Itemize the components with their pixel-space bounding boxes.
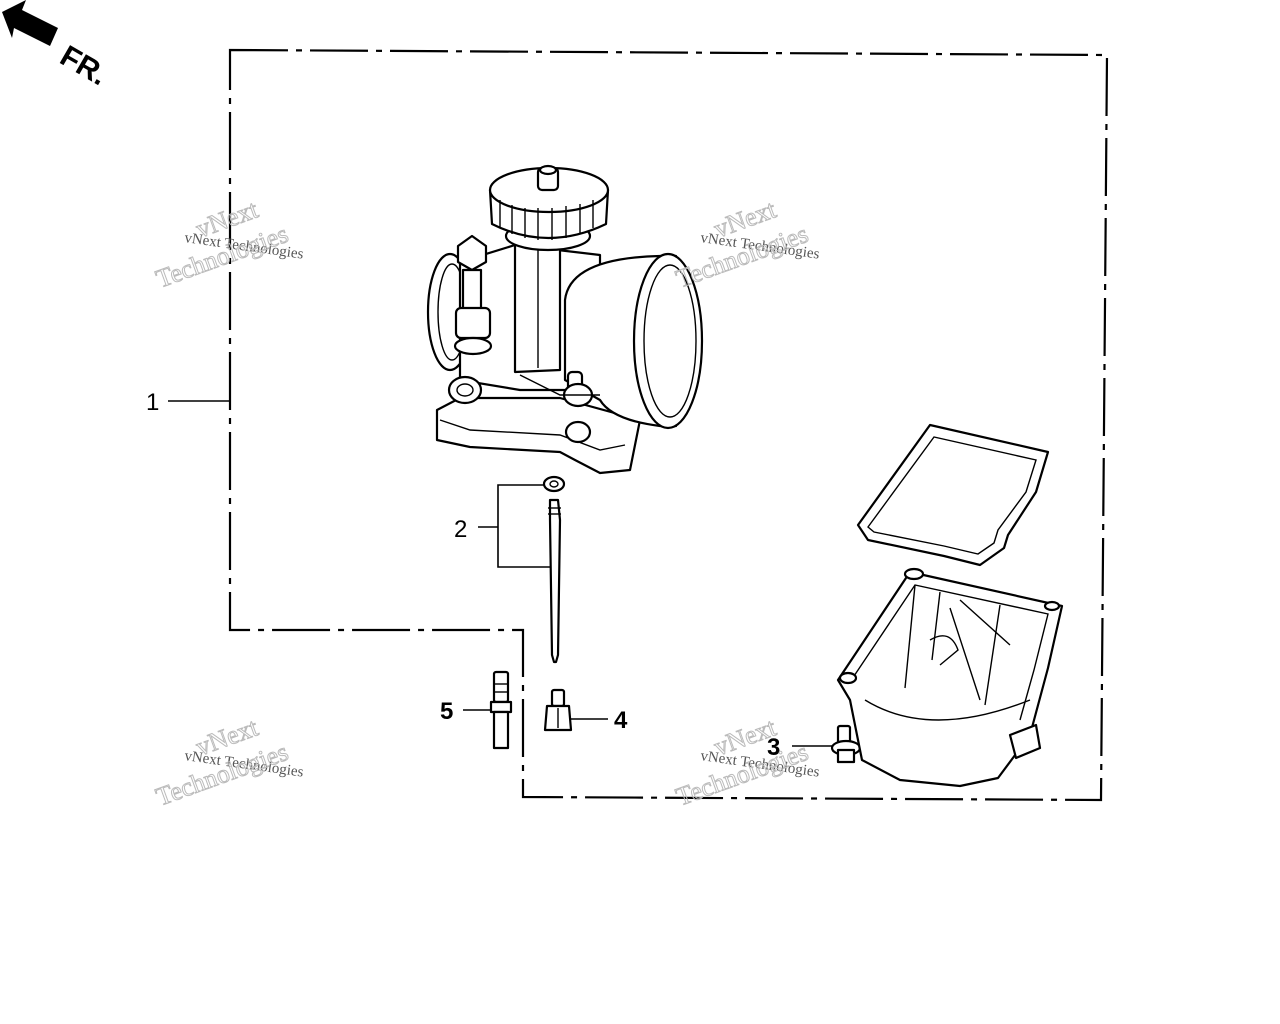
jet-needle-set-illustration xyxy=(542,475,566,664)
drain-screw-illustration xyxy=(830,724,862,764)
front-label: FR. xyxy=(55,39,113,92)
front-direction-indicator: FR. xyxy=(2,0,113,92)
callout-3: 3 xyxy=(767,734,835,761)
callout-2: 2 xyxy=(454,484,553,568)
callout-4: 4 xyxy=(570,707,628,734)
float-bowl-illustration xyxy=(836,567,1064,788)
slow-jet-illustration xyxy=(489,670,513,750)
callout-3-number: 3 xyxy=(767,734,780,761)
callout-5: 5 xyxy=(440,698,494,725)
assembly-boundary xyxy=(228,48,1109,802)
front-arrow-icon xyxy=(2,0,58,46)
watermark-bottom-left: vNext vNext Technologies Technologies xyxy=(152,712,305,812)
callout-1-number: 1 xyxy=(146,389,159,416)
main-jet-illustration xyxy=(543,688,573,732)
watermark-top-left: vNext vNext Technologies Technologies xyxy=(152,194,305,294)
float-bowl-gasket-illustration xyxy=(856,423,1050,567)
watermark-top-right: vNext vNext Technologies Technologies xyxy=(672,194,821,294)
carburetor-body-illustration xyxy=(426,164,704,475)
callout-4-number: 4 xyxy=(614,707,628,734)
callout-2-number: 2 xyxy=(454,516,467,543)
watermark-bottom-right: vNext vNext Technologies Technologies xyxy=(672,712,821,812)
callout-1: 1 xyxy=(146,389,230,416)
callout-5-number: 5 xyxy=(440,698,453,725)
